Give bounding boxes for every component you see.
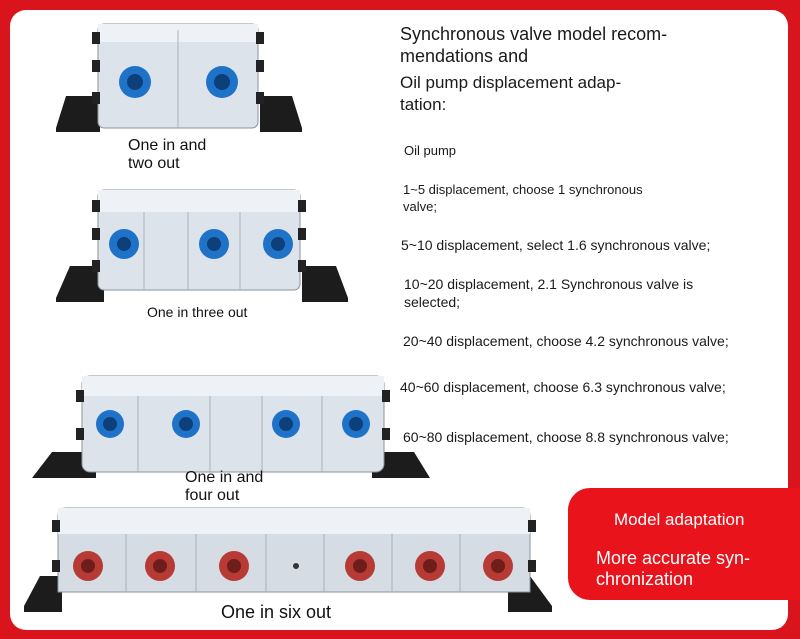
- caption-six-out: One in six out: [221, 602, 332, 622]
- list-intro: Oil pump: [404, 143, 457, 158]
- subheading-line-1: Oil pump displacement adap-: [400, 73, 622, 92]
- valve-2-bracket: [56, 266, 348, 302]
- badge-text: More accurate syn- chronization: [596, 548, 751, 590]
- list-item-5: 40~60 displacement, choose 6.3 synchrono…: [400, 379, 726, 395]
- model-adaptation-badge: Model adaptation More accurate syn- chro…: [568, 488, 800, 600]
- list-item-1a: 1~5 displacement, choose 1 synchronous: [403, 182, 643, 197]
- badge-title: Model adaptation: [614, 510, 745, 529]
- caption-two-out: One in and two out: [128, 137, 207, 172]
- valve-3-ports: [96, 410, 370, 438]
- valve-2-ports: [109, 229, 293, 259]
- heading-line-1: Synchronous valve model recom-: [400, 24, 668, 44]
- valve-4-ports: [73, 551, 513, 581]
- list-item-3a: 10~20 displacement, 2.1 Synchronous valv…: [404, 276, 694, 292]
- subheading-line-2: tation:: [400, 95, 447, 114]
- caption-three-out: One in three out: [147, 304, 248, 320]
- list-item-3b: selected;: [404, 294, 461, 310]
- caption-four-out: One in and four out: [185, 469, 264, 504]
- list-item-1b: valve;: [403, 199, 437, 214]
- list-item-2: 5~10 displacement, select 1.6 synchronou…: [401, 237, 711, 253]
- heading-line-2: mendations and: [400, 46, 529, 66]
- valve-3-bracket: [32, 452, 430, 478]
- list-item-4: 20~40 displacement, choose 4.2 synchrono…: [403, 333, 729, 349]
- valve-1-ports: [119, 66, 238, 98]
- valve-1-bracket: [56, 96, 302, 132]
- list-item-6: 60~80 displacement, choose 8.8 synchrono…: [403, 429, 729, 445]
